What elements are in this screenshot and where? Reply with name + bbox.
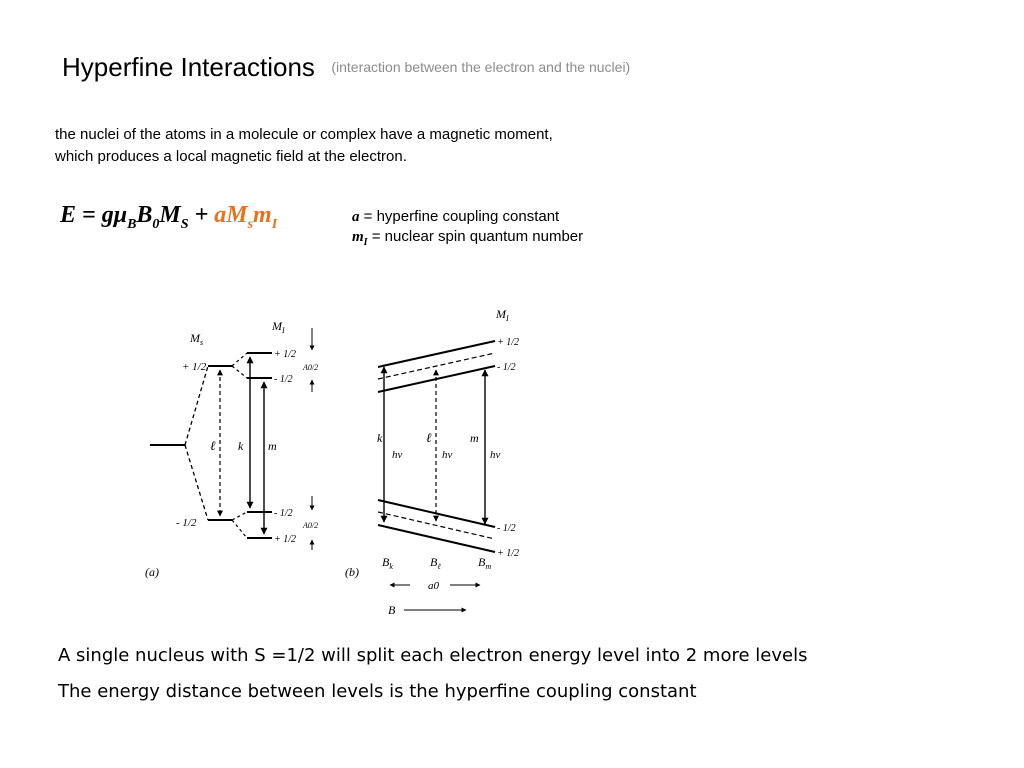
b-field-axis-label: B [388,603,396,617]
b-caption: (b) [345,565,359,579]
a-label-m: m [268,439,277,453]
eq-mu: μ [113,202,128,228]
a-ms-lower: - 1/2 [176,517,197,529]
diagram-b: MI k ℓ m hν hν hν + 1/2 - 1/2 - 1/2 + 1/… [345,307,519,617]
a-mi-lower-bottom: + 1/2 [274,534,296,545]
b-mi-upper-bottom: - 1/2 [497,362,516,373]
a-label-k: k [238,439,244,453]
a-label-l: ℓ [210,438,216,453]
a-upper-fan-down [231,365,248,379]
a-split-down-dash [184,444,209,521]
b-label-bm: Bm [478,555,491,571]
a-spacing-label-bottom: A0/2 [302,521,318,530]
eq-M: M [159,202,181,228]
b-hv-m: hν [490,449,501,461]
diagram-a: Ms MI ℓ k m + 1/2 - 1/2 + 1/2 - 1/2 - 1/… [145,319,318,579]
eq-S-sub: S [180,216,189,232]
a-mi-lower-top: - 1/2 [274,508,293,519]
eq-equals-g: = g [76,202,114,228]
b-hv-l: hν [442,449,453,461]
b-label-m: m [470,431,479,445]
def-text: = hyperfine coupling constant [359,208,560,225]
a-spacing-label-top: A0/2 [302,363,318,372]
b-lower-unsplit-dash [377,511,496,540]
bottom-line-1: A single nucleus with S =1/2 will split … [58,645,808,666]
def-symbol: a [352,209,360,225]
b-a0-label: a0 [428,580,440,592]
title-row: Hyperfine Interactions (interaction betw… [62,52,630,83]
a-ms-upper: + 1/2 [182,361,207,373]
def-symbol: mI [352,229,368,248]
b-level-upper-plus [377,340,496,368]
b-upper-unsplit-dash [377,352,496,380]
eq-m: m [253,202,272,228]
eq-s-sub: s [247,216,254,232]
eq-zero-sub: 0 [152,216,160,232]
a-split-up-dash [184,365,209,446]
a-upper-fan-up [231,352,248,367]
eq-B0: B [136,202,153,228]
definitions: a = hyperfine coupling constant mI = nuc… [352,207,583,252]
definition-a: a = hyperfine coupling constant [352,207,583,227]
b-label-l: ℓ [426,430,432,445]
eq-aM: aM [214,202,248,228]
a-ms-label: Ms [189,331,203,347]
a-caption: (a) [145,565,159,579]
a-lower-fan-up [231,511,248,521]
a-mi-label: MI [271,319,285,335]
bottom-line-2: The energy distance between levels is th… [58,681,697,702]
b-mi-lower-top: - 1/2 [497,523,516,534]
a-mi-upper-top: + 1/2 [274,349,296,360]
hyperfine-equation: E = gμBB0MS + aMsmI [60,202,277,233]
page-title: Hyperfine Interactions [62,52,315,82]
b-mi-label: MI [495,307,509,323]
b-hv-k: hν [392,449,403,461]
b-label-bl: Bℓ [430,555,441,571]
b-label-bk: Bk [382,555,393,571]
page-subtitle: (interaction between the electron and th… [331,59,631,75]
def-text: = nuclear spin quantum number [367,228,584,245]
def-symbol-sub: I [363,237,368,248]
a-lower-fan-down [231,519,248,539]
definition-mi: mI = nuclear spin quantum number [352,227,583,252]
def-symbol-main: m [352,229,364,245]
b-mi-lower-bottom: + 1/2 [497,548,519,559]
b-level-lower-plus [377,524,496,553]
eq-E: E [60,202,77,228]
eq-plus: + [188,202,215,228]
intro-text: the nuclei of the atoms in a molecule or… [55,126,553,165]
b-label-k: k [377,431,383,445]
eq-B-sub: B [127,216,137,232]
eq-I-sub: I [271,216,278,232]
energy-level-figure: Ms MI ℓ k m + 1/2 - 1/2 + 1/2 - 1/2 - 1/… [145,307,519,617]
a-mi-upper-bottom: - 1/2 [274,374,293,385]
b-mi-upper-top: + 1/2 [497,337,519,348]
